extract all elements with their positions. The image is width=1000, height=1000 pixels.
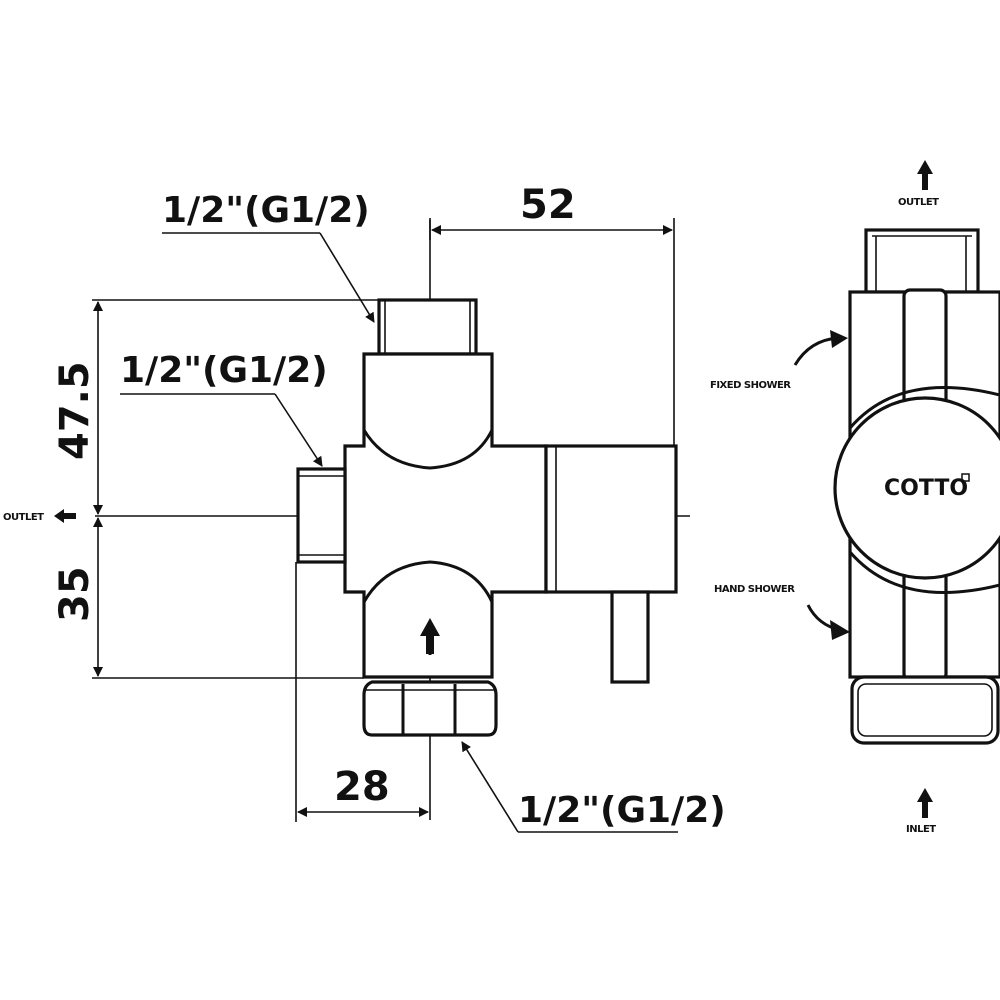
inlet-nut: [362, 680, 498, 737]
thread-callout-bottom: 1/2"(G1/2): [518, 790, 726, 831]
thread-callout-top: 1/2"(G1/2): [162, 190, 370, 231]
top-outlet-arrow-icon: [917, 160, 933, 174]
thread-callout-left: 1/2"(G1/2): [120, 350, 328, 391]
fixed-shower-label: FIXED SHOWER: [710, 380, 791, 391]
brand-knob: [833, 396, 1000, 580]
dim-47-5-text: 47.5: [52, 361, 98, 460]
hand-shower-label: HAND SHOWER: [714, 584, 795, 595]
lever-stem: [610, 590, 650, 684]
dim-28-text: 28: [334, 764, 390, 810]
valve-body: [343, 352, 548, 679]
side-view: OUTLET COTTO FIXED SHOWER HAND SHOWER IN: [710, 160, 1000, 835]
inlet-label: INLET: [906, 824, 936, 835]
knob-housing: [544, 444, 678, 594]
outlet-arrow-icon: [54, 509, 76, 523]
side-top-nipple: [864, 228, 980, 294]
left-outlet-nipple: [296, 467, 347, 564]
inlet-flow-arrow-icon: [420, 618, 440, 636]
top-outlet-label: OUTLET: [898, 197, 939, 208]
inlet-arrow-icon: [917, 788, 933, 802]
side-inlet-nut: [850, 675, 1000, 745]
dim-35-text: 35: [52, 566, 98, 622]
top-outlet-nipple: [377, 298, 478, 356]
dim-52-text: 52: [520, 182, 576, 228]
side-outlet-label: OUTLET: [3, 512, 44, 523]
brand-logo: COTTO: [884, 476, 968, 501]
front-view: OUTLET 52 47.5 35 28 1/2"(G1/2) 1/2"(G1/…: [3, 182, 726, 833]
